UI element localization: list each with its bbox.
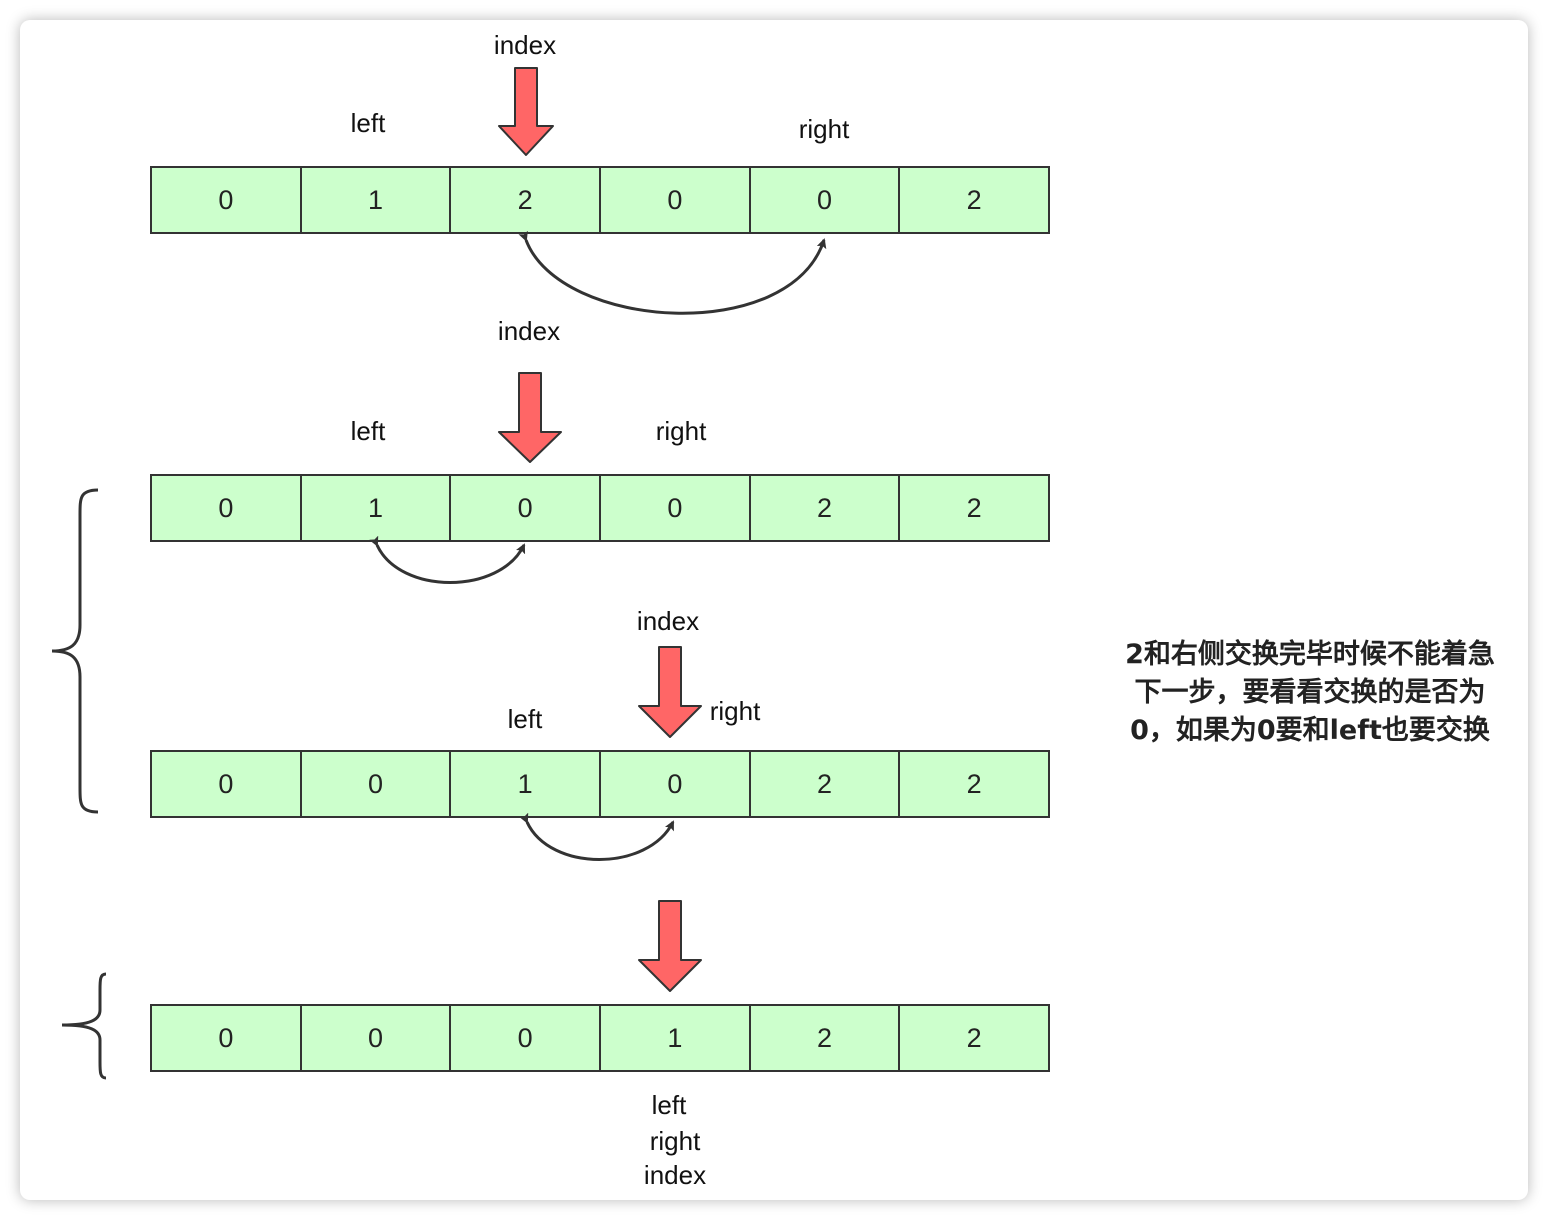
array-cell: 0: [218, 184, 234, 215]
array-cell: 0: [449, 1006, 599, 1070]
array-cell: 2: [748, 752, 899, 816]
step-arrow: [638, 900, 702, 992]
note-line: 2和右侧交换完毕时候不能着急: [1125, 639, 1495, 670]
index-label: index: [636, 606, 700, 636]
index-label: index: [493, 30, 557, 60]
left-label: left: [651, 1090, 687, 1120]
array-cell: 2: [898, 1006, 1048, 1070]
array-row-1: 0 1 2 0 0 2: [150, 166, 1050, 234]
index-label: index: [643, 1160, 707, 1190]
array-cell: 0: [748, 168, 899, 232]
note-line: 下一步，要看看交换的是否为: [1134, 677, 1486, 708]
right-label: right: [798, 114, 850, 144]
right-label: right: [649, 1126, 701, 1156]
left-label: left: [507, 704, 543, 734]
array-cell: 1: [449, 752, 599, 816]
array-cell: 0: [449, 476, 599, 540]
array-cell: 2: [449, 168, 599, 232]
swap-curve: [518, 230, 827, 315]
array-cell: 2: [898, 168, 1048, 232]
index-pointer-arrow: [638, 646, 702, 738]
array-row-2: 0 1 0 0 2 2: [150, 474, 1050, 542]
explanation-note: 2和右侧交换完毕时候不能着急 下一步，要看看交换的是否为 0，如果为0要和lef…: [1102, 636, 1518, 750]
array-cell: 1: [599, 1006, 749, 1070]
array-cell: 1: [299, 476, 450, 540]
array-cell: 2: [898, 752, 1048, 816]
array-cell: 0: [218, 768, 234, 799]
right-label: right: [655, 416, 707, 446]
index-pointer-arrow: [498, 372, 562, 463]
array-row-4: 0 0 0 1 2 2: [150, 1004, 1050, 1072]
swap-curve: [369, 535, 526, 584]
array-cell: 0: [599, 168, 749, 232]
array-cell: 2: [898, 476, 1048, 540]
array-cell: 0: [299, 1006, 450, 1070]
array-cell: 0: [218, 492, 234, 523]
array-cell: 2: [748, 476, 899, 540]
curly-brace: [61, 972, 107, 1080]
note-line: 0，如果为0要和left也要交换: [1130, 715, 1490, 746]
left-label: left: [350, 416, 386, 446]
right-label: right: [709, 696, 761, 726]
array-cell: 0: [218, 1022, 234, 1053]
array-cell: 1: [299, 168, 450, 232]
index-pointer-arrow: [498, 67, 554, 156]
array-cell: 0: [299, 752, 450, 816]
index-label: index: [497, 316, 561, 346]
swap-curve: [519, 812, 675, 861]
left-label: left: [350, 108, 386, 138]
curly-brace: [51, 488, 99, 814]
array-cell: 0: [599, 752, 749, 816]
array-cell: 2: [748, 1006, 899, 1070]
array-cell: 0: [599, 476, 749, 540]
